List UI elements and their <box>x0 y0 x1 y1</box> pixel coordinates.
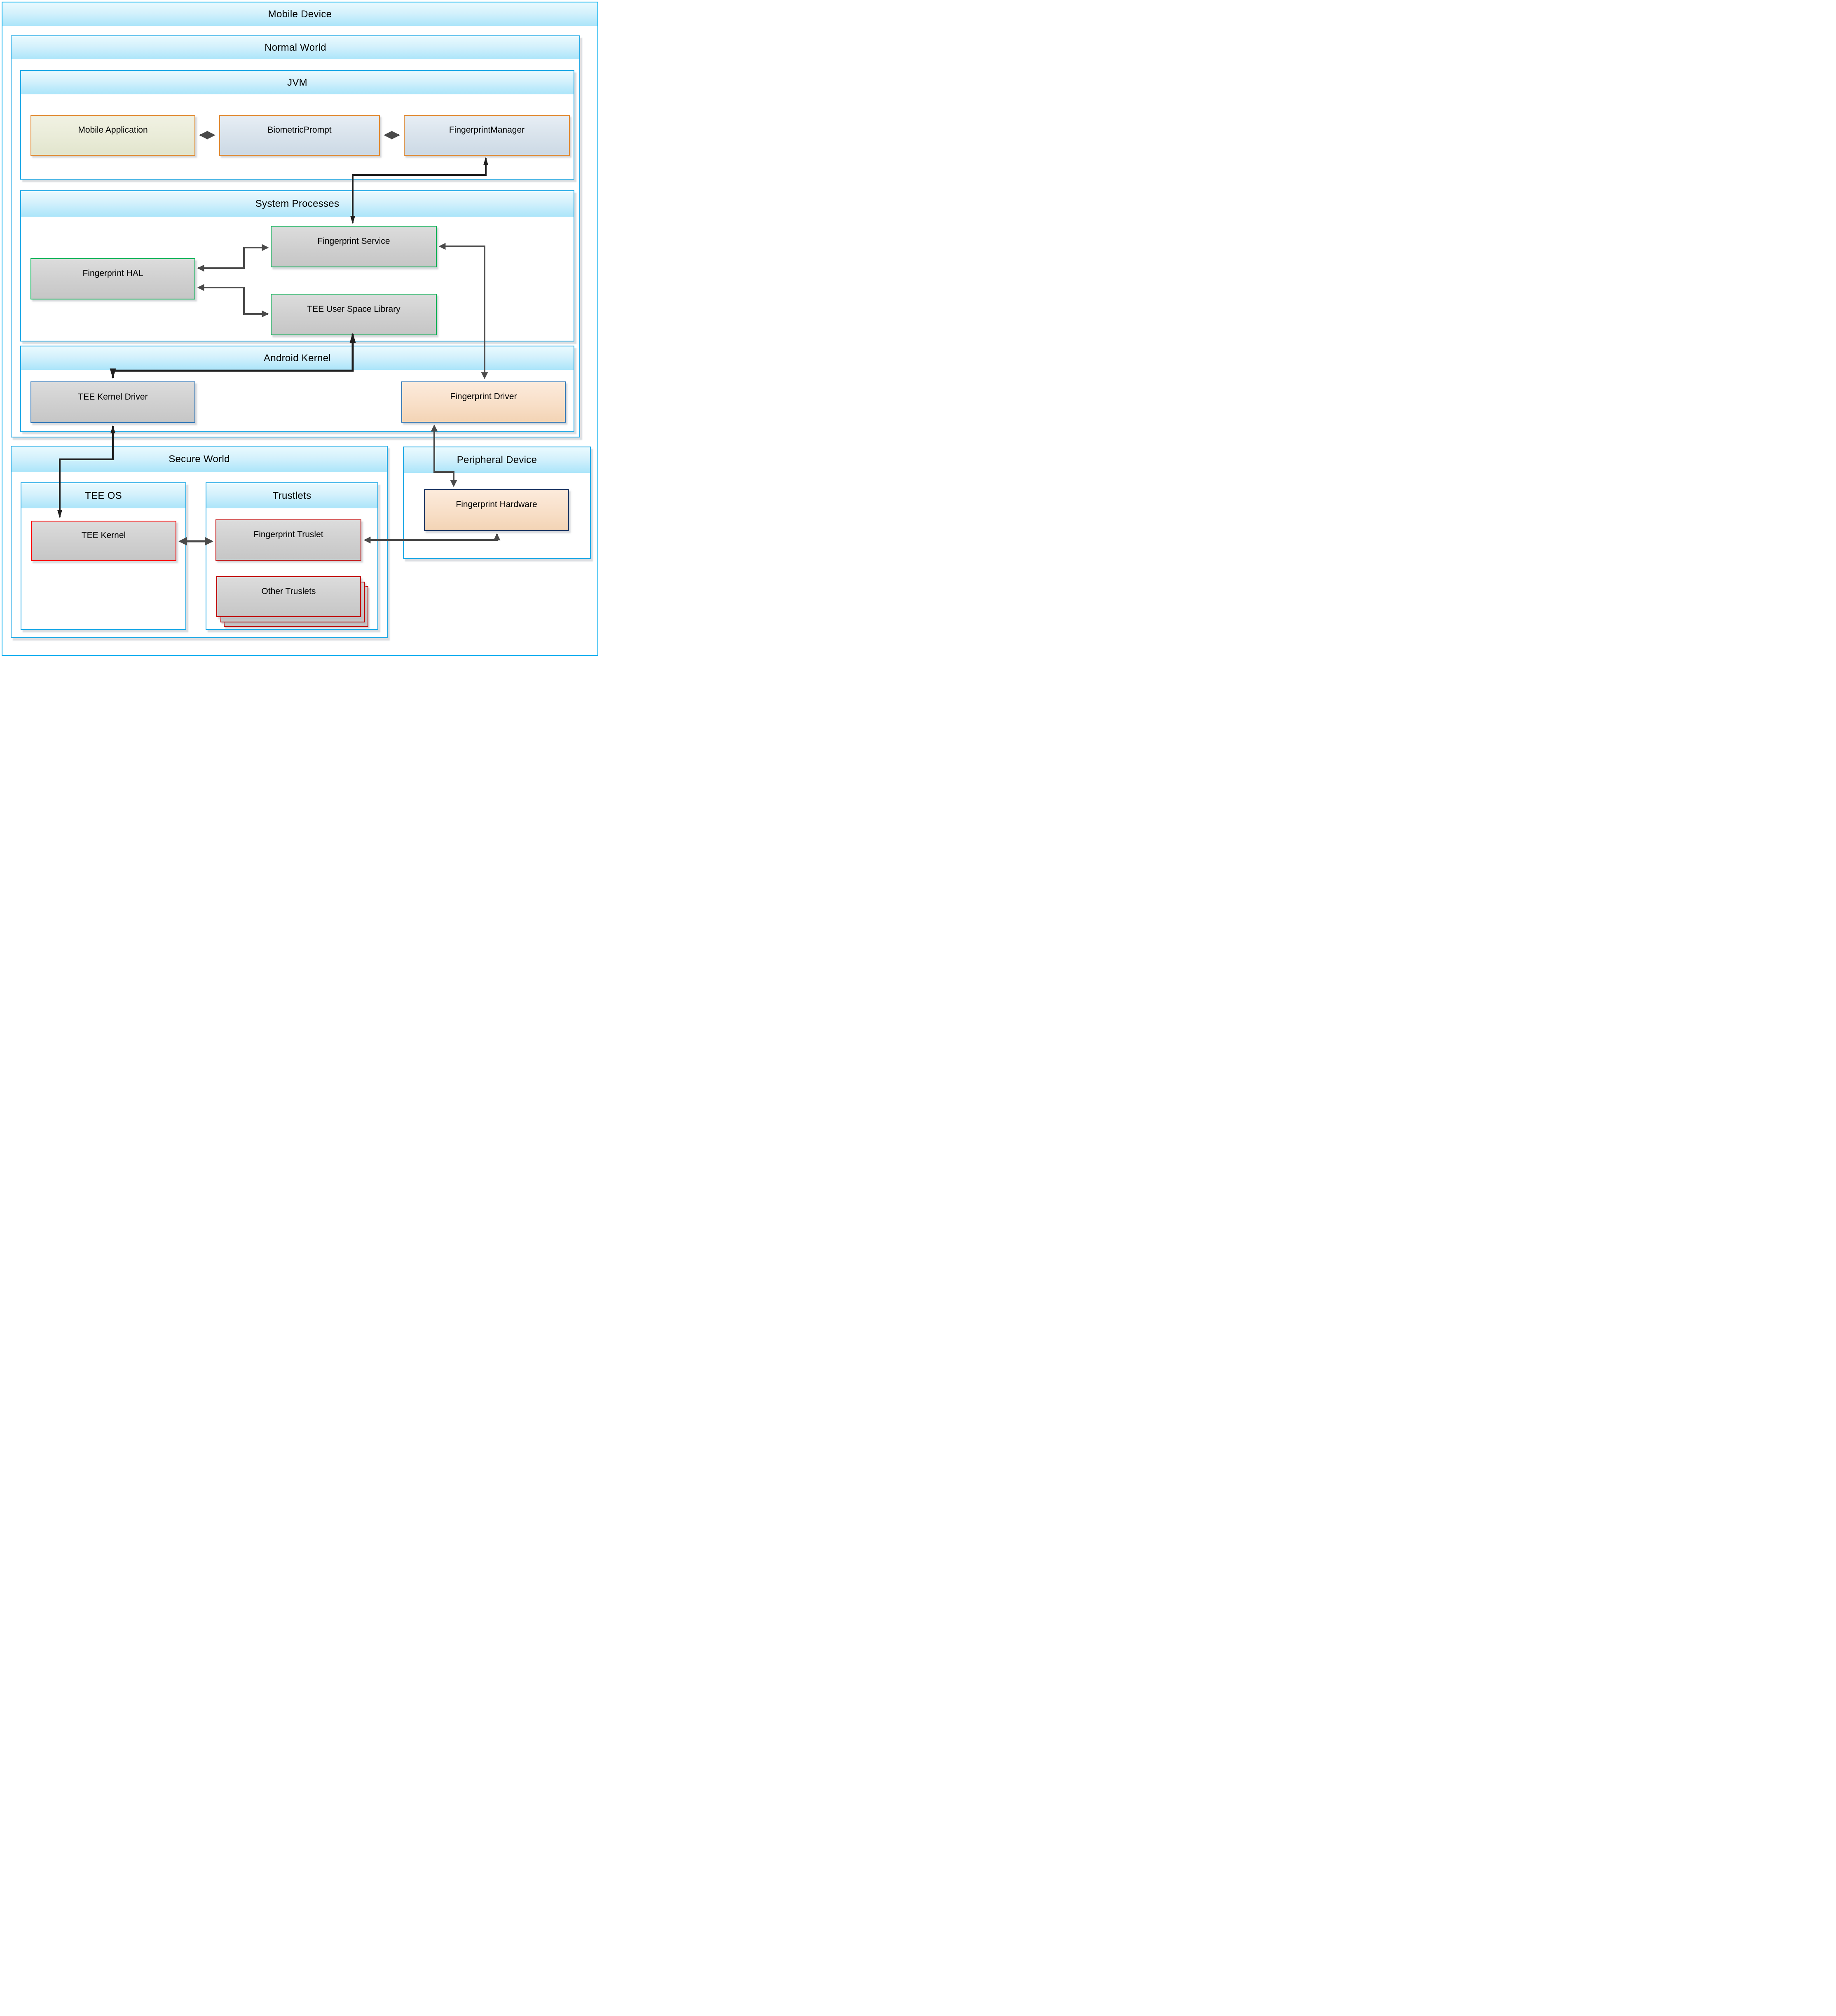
mobile-application-label: Mobile Application <box>78 125 148 135</box>
trustlets-title: Trustlets <box>272 490 311 501</box>
node-other-truslets: Other Truslets <box>216 576 361 617</box>
tee-user-space-library-label: TEE User Space Library <box>307 304 400 314</box>
peripheral-device-header: Peripheral Device <box>404 447 590 473</box>
fingerprint-service-label: Fingerprint Service <box>317 236 390 246</box>
fingerprint-driver-label: Fingerprint Driver <box>450 392 517 401</box>
mobile-device-title: Mobile Device <box>268 8 332 20</box>
other-truslets-label: Other Truslets <box>261 586 316 596</box>
jvm-title: JVM <box>287 77 307 88</box>
node-fingerprint-service: Fingerprint Service <box>271 226 437 267</box>
android-kernel-title: Android Kernel <box>264 352 331 364</box>
diagram-canvas: Mobile Device Normal World JVM System Pr… <box>0 0 600 659</box>
node-tee-user-space-library: TEE User Space Library <box>271 294 437 335</box>
trustlets-header: Trustlets <box>206 483 377 508</box>
biometric-prompt-label: BiometricPrompt <box>267 125 332 135</box>
peripheral-device-title: Peripheral Device <box>457 454 537 465</box>
node-fingerprint-hardware: Fingerprint Hardware <box>424 489 569 531</box>
tee-os-title: TEE OS <box>85 490 122 501</box>
fingerprint-manager-label: FingerprintManager <box>449 125 525 135</box>
node-tee-kernel: TEE Kernel <box>31 521 176 561</box>
secure-world-title: Secure World <box>169 454 230 465</box>
normal-world-title: Normal World <box>265 42 326 53</box>
secure-world-header: Secure World <box>12 447 387 472</box>
system-processes-title: System Processes <box>255 198 340 209</box>
normal-world-header: Normal World <box>12 36 579 59</box>
android-kernel-header: Android Kernel <box>21 346 574 370</box>
fingerprint-hal-label: Fingerprint HAL <box>82 269 143 278</box>
tee-kernel-label: TEE Kernel <box>81 531 126 540</box>
mobile-device-header: Mobile Device <box>2 2 597 26</box>
node-fingerprint-hal: Fingerprint HAL <box>30 258 195 299</box>
fingerprint-truslet-label: Fingerprint Truslet <box>253 530 323 539</box>
node-fingerprint-truslet: Fingerprint Truslet <box>215 519 361 561</box>
node-tee-kernel-driver: TEE Kernel Driver <box>30 381 195 423</box>
jvm-header: JVM <box>21 71 574 94</box>
node-biometric-prompt: BiometricPrompt <box>219 115 380 156</box>
node-mobile-application: Mobile Application <box>30 115 195 156</box>
tee-os-header: TEE OS <box>21 483 185 508</box>
fingerprint-hardware-label: Fingerprint Hardware <box>456 500 537 509</box>
node-fingerprint-manager: FingerprintManager <box>404 115 570 156</box>
tee-kernel-driver-label: TEE Kernel Driver <box>78 392 148 402</box>
node-fingerprint-driver: Fingerprint Driver <box>401 381 566 423</box>
system-processes-header: System Processes <box>21 191 574 217</box>
